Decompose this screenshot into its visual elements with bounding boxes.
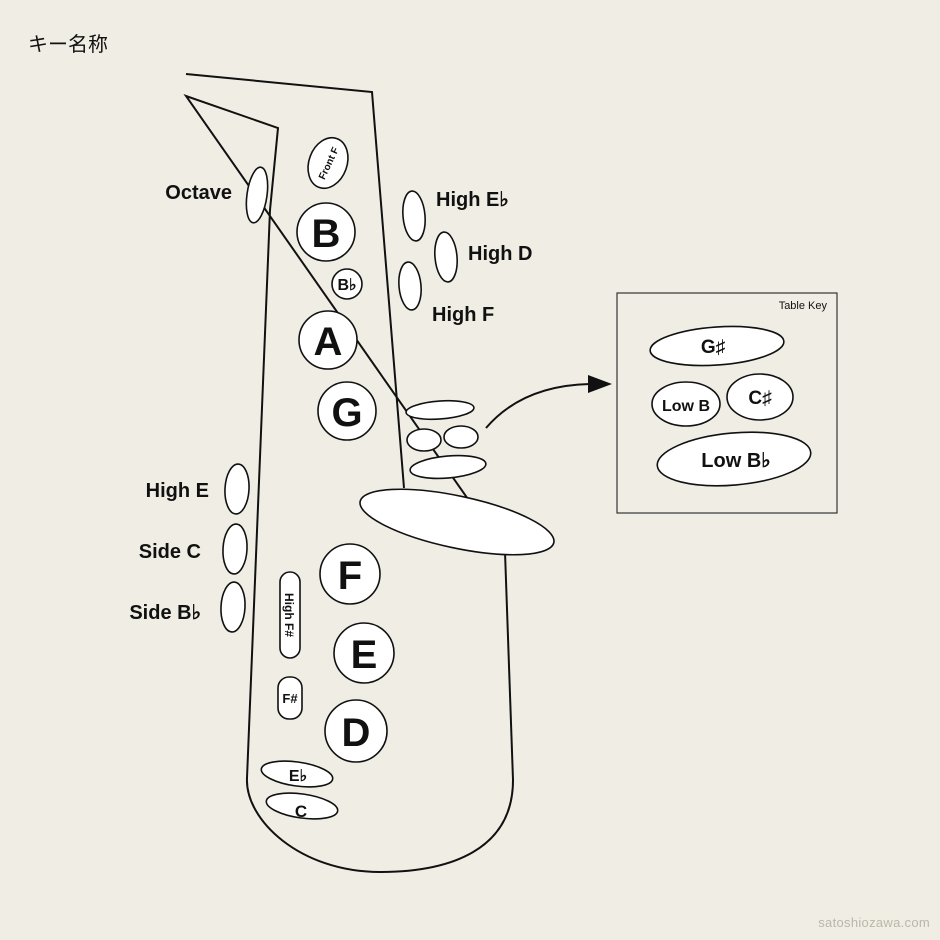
table-key-title: Table Key (779, 300, 828, 312)
detail-low-b-flat-key[interactable] (655, 426, 813, 491)
detail-c-sharp-key[interactable] (726, 373, 794, 421)
e-key[interactable] (333, 622, 395, 684)
table-c-sharp-key[interactable] (443, 425, 479, 449)
g-key[interactable] (317, 381, 377, 441)
a-key[interactable] (298, 310, 358, 370)
table-low-b-flat-key[interactable] (409, 453, 487, 482)
bell-rim (359, 488, 555, 556)
f-key[interactable] (319, 543, 381, 605)
callout-arrow-line (485, 383, 591, 429)
side-c-key[interactable] (222, 523, 249, 575)
a-label: A (314, 320, 343, 364)
f-label: F (338, 554, 362, 598)
detail-low-b-key[interactable] (651, 381, 721, 427)
b-label: B (312, 212, 341, 256)
high-d-label: High D (468, 243, 532, 265)
high-e-label: High E (146, 480, 209, 502)
side-b-flat-label: Side B♭ (129, 602, 201, 624)
table-low-b-key[interactable] (406, 428, 442, 452)
d-key[interactable] (324, 699, 388, 763)
high-f-sharp-key[interactable] (279, 571, 301, 659)
high-e-flat-key[interactable] (401, 190, 427, 242)
high-f-label: High F (432, 304, 494, 326)
detail-low-b-label: Low B (662, 398, 710, 415)
callout-arrow-head (588, 375, 612, 393)
front-f-key[interactable] (301, 132, 354, 194)
table-key-box (616, 292, 838, 514)
detail-low-b-flat-label: Low B♭ (701, 450, 770, 472)
high-e-flat-label: High E♭ (436, 189, 509, 211)
c-label: C (295, 802, 307, 821)
b-key[interactable] (296, 202, 356, 262)
table-g-sharp-key[interactable] (405, 399, 475, 422)
b-flat-key[interactable] (331, 268, 363, 300)
watermark: satoshiozawa.com (818, 915, 930, 930)
side-c-label: Side C (139, 541, 201, 563)
side-b-flat-key[interactable] (220, 581, 247, 633)
saxophone-body-outline (183, 73, 515, 874)
f-sharp-key[interactable] (277, 676, 303, 720)
high-e-key[interactable] (224, 463, 251, 515)
e-flat-key[interactable] (260, 757, 335, 791)
detail-c-sharp-label: C♯ (748, 388, 771, 409)
detail-g-sharp-label: G♯ (701, 337, 725, 358)
high-f-sharp-label: High F# (282, 593, 296, 637)
octave-label: Octave (165, 182, 232, 204)
f-sharp-label: F# (282, 691, 298, 706)
detail-g-sharp-key[interactable] (649, 322, 785, 369)
high-d-key[interactable] (433, 231, 459, 283)
e-label: E (351, 633, 378, 677)
g-label: G (331, 391, 362, 435)
high-f-key[interactable] (397, 261, 423, 311)
d-label: D (342, 711, 371, 755)
octave-key[interactable] (243, 166, 271, 224)
c-key[interactable] (265, 789, 340, 823)
page-title: キー名称 (28, 32, 108, 56)
e-flat-label: E♭ (289, 768, 307, 785)
b-flat-label: B♭ (337, 277, 356, 294)
